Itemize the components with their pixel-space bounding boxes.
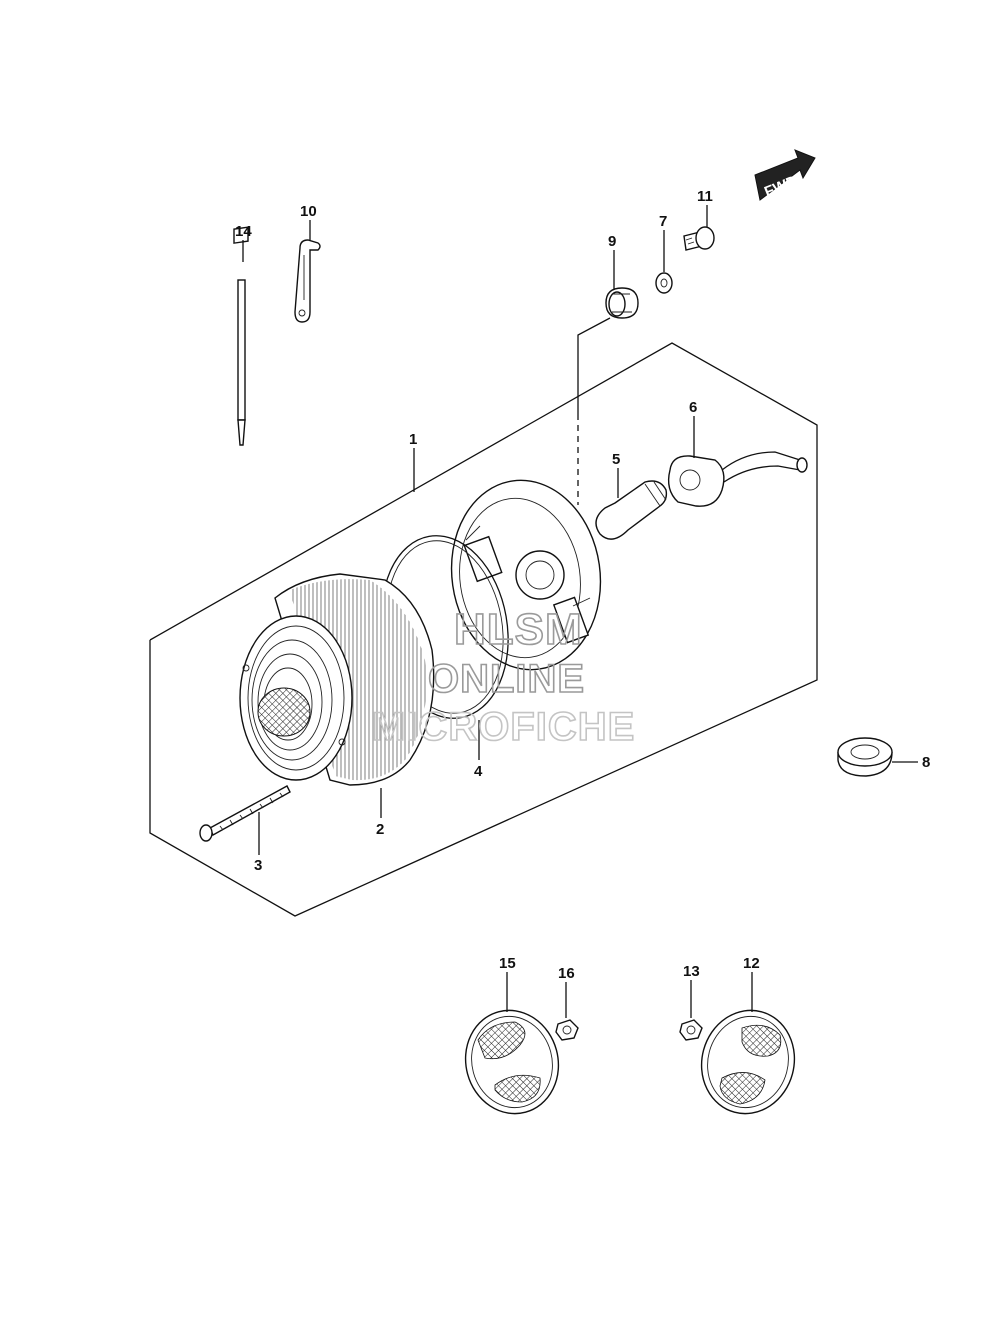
fwd-arrow-icon: FWD [754,149,816,201]
bulb-part [595,480,668,540]
callout-3: 3 [254,857,262,874]
callout-7: 7 [659,213,667,230]
watermark-line-1: HLSM [454,605,583,654]
long-screw-part [199,785,291,842]
reflector-right-part [700,1009,796,1115]
callout-1: 1 [409,431,417,448]
callout-8: 8 [922,754,930,771]
callout-13: 13 [683,963,700,980]
clamp-part [294,239,321,323]
callout-4: 4 [474,763,483,780]
leader-lines [242,205,918,1018]
reflector-left-part [464,1009,560,1115]
watermark: HLSM ONLINE MICROFICHE [371,604,635,750]
callout-6: 6 [689,399,697,416]
callout-14: 14 [235,223,252,240]
nut-left-part [555,1019,579,1041]
housing-base-part [450,479,602,671]
callout-11: 11 [697,188,713,205]
bulb-socket-part [667,451,808,507]
callout-10: 10 [300,203,317,220]
callout-2: 2 [376,821,384,838]
callout-12: 12 [743,955,760,972]
cable-tie-part [233,226,249,446]
callout-5: 5 [612,451,620,468]
callout-15: 15 [499,955,516,972]
screw-part [683,226,715,251]
grommet-nut-part [605,287,639,319]
callout-9: 9 [608,233,616,250]
washer-part [655,272,673,294]
callout-16: 16 [558,965,575,982]
callout-labels: 14 10 9 7 11 1 6 5 4 2 3 8 15 16 13 12 [235,188,930,982]
rubber-grommet-part [837,737,893,777]
assembly-outline [149,342,818,917]
watermark-line-3: MICROFICHE [372,705,635,749]
lens-cover-part [239,573,435,786]
watermark-line-2: ONLINE [428,657,585,701]
nut-right-part [679,1019,703,1041]
